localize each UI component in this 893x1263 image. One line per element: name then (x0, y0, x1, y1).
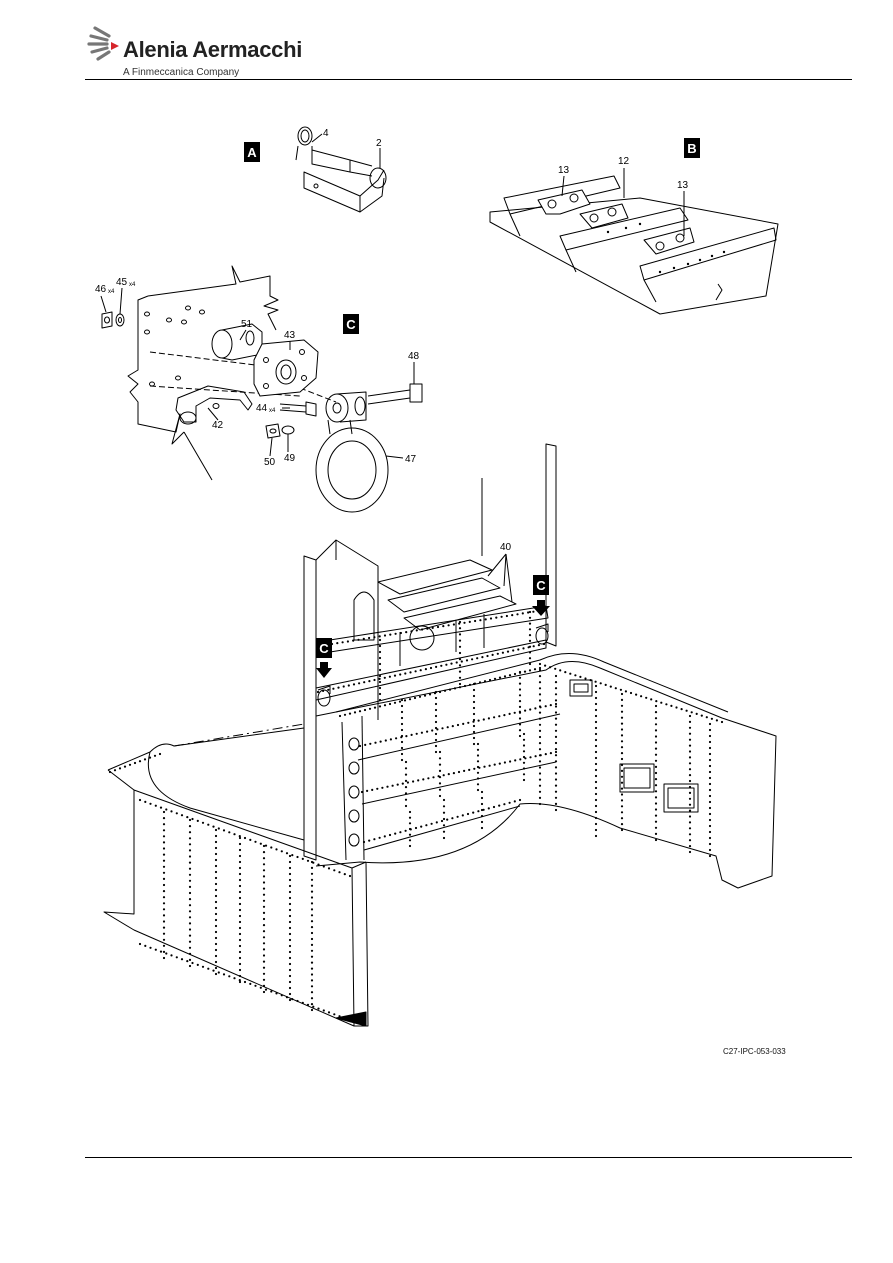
callout-45: 45 (116, 277, 128, 288)
rivet-pattern (108, 608, 724, 1022)
header: Alenia Aermacchi A Finmeccanica Company (85, 22, 852, 80)
company-name: Alenia Aermacchi (123, 37, 303, 62)
figure-reference: C27-IPC-053-033 (723, 1047, 786, 1056)
callout-46: 46 (95, 284, 107, 295)
view-c-label-box (343, 314, 359, 334)
callout-43: 43 (284, 330, 296, 341)
callout-13-right: 13 (677, 180, 689, 191)
view-c-label: C (346, 317, 356, 332)
footer-divider (85, 1157, 852, 1158)
callout-42: 42 (212, 420, 224, 431)
callout-45-qty: x4 (129, 282, 136, 288)
callout-47: 47 (405, 454, 417, 465)
view-c-assembly: C (101, 265, 423, 513)
callout-48: 48 (408, 351, 420, 362)
callout-46-qty: x4 (108, 289, 115, 295)
callout-12: 12 (618, 156, 630, 167)
callout-13-left: 13 (558, 165, 570, 176)
view-c-pointer-left-label: C (319, 641, 329, 656)
view-c-pointer-right: C (532, 575, 550, 645)
callout-2: 2 (376, 138, 382, 149)
callout-51: 51 (241, 319, 253, 330)
view-c-pointer-left: C (316, 638, 332, 707)
fuselage-section-assembly (103, 443, 777, 1027)
company-subtitle: A Finmeccanica Company (123, 67, 240, 78)
view-b-label: B (687, 141, 696, 156)
callout-44-qty: x4 (269, 408, 276, 414)
view-a-label: A (247, 145, 257, 160)
view-b-label-box (684, 138, 700, 158)
view-a-assembly: A (244, 126, 387, 213)
header-divider (85, 79, 852, 80)
view-c-pointer-right-label: C (536, 578, 546, 593)
view-a-label-box (244, 142, 260, 162)
view-b-assembly: B (489, 138, 779, 315)
alenia-logo-icon (87, 26, 119, 61)
callout-4: 4 (323, 128, 329, 139)
callout-50: 50 (264, 457, 276, 468)
callout-49: 49 (284, 453, 296, 464)
callout-44: 44 (256, 403, 268, 414)
callout-40: 40 (500, 542, 512, 553)
